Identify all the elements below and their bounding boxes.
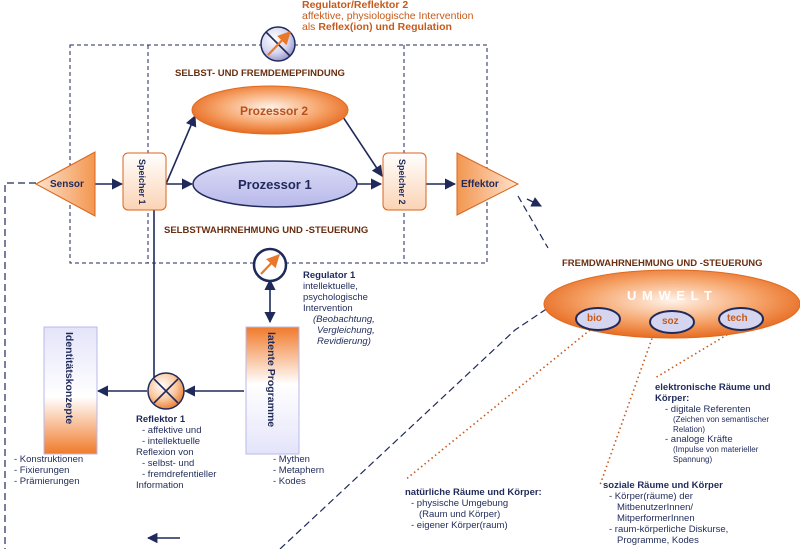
feedback-loop bbox=[4, 182, 561, 549]
feedback-arrow-right bbox=[526, 197, 542, 207]
flow-arrows bbox=[95, 114, 457, 397]
sensor-label: Sensor bbox=[50, 179, 84, 190]
bio-node bbox=[575, 307, 621, 331]
latente-programme-label: latente Programme bbox=[265, 332, 277, 428]
effektor-node bbox=[456, 152, 520, 216]
speicher-1-node bbox=[122, 152, 167, 211]
identitaetskonzepte-label: Identitätskonzepte bbox=[63, 332, 75, 425]
natuerlich-text: natürliche Räume und Körper: - physische… bbox=[405, 487, 542, 531]
prozessor-2-label: Prozessor 2 bbox=[240, 104, 309, 118]
sozial-title: soziale Räume und Körper bbox=[603, 480, 723, 491]
regulator-2-text: Regulator/Reflektor 2 affektive, physiol… bbox=[302, 0, 473, 33]
regulator-2-line1: affektive, physiologische Intervention bbox=[302, 10, 474, 22]
soz-node bbox=[649, 310, 695, 334]
regulator-2-line2: als Reflex(ion) und Regulation bbox=[302, 21, 452, 33]
identitaetskonzepte-node bbox=[43, 326, 98, 455]
regulator-2-title: Regulator/Reflektor 2 bbox=[302, 0, 409, 11]
latente-programme-node bbox=[245, 326, 300, 455]
elektronisch-title: elektronische Räume und Körper: bbox=[655, 382, 771, 404]
reflektor-1-title: Reflektor 1 bbox=[136, 414, 186, 425]
latente-list: - Mythen - Metaphern - Kodes bbox=[273, 454, 325, 487]
umwelt-title: U M W E L T bbox=[627, 288, 713, 303]
regulator-2-knob bbox=[260, 26, 296, 62]
identitaet-list: - Konstruktionen - Fixierungen - Prämier… bbox=[14, 454, 84, 487]
reflektor-1-text: Reflektor 1 - affektive und - intellektu… bbox=[136, 414, 217, 491]
reflektor-1-knob bbox=[147, 372, 185, 410]
speicher-2-node bbox=[382, 152, 427, 211]
effektor-label: Effektor bbox=[461, 179, 499, 190]
tech-label: tech bbox=[727, 313, 748, 324]
regulator-1-text: Regulator 1 intellektuelle, psychologisc… bbox=[303, 270, 375, 347]
elektronisch-text: elektronische Räume und Körper: - digita… bbox=[655, 382, 775, 464]
tech-node bbox=[718, 307, 764, 331]
natuerlich-title: natürliche Räume und Körper: bbox=[405, 487, 542, 498]
regulator-1-title: Regulator 1 bbox=[303, 270, 356, 281]
bio-label: bio bbox=[587, 313, 602, 324]
prozessor-2-node bbox=[191, 85, 349, 135]
sozial-text: soziale Räume und Körper - Körper(räume)… bbox=[603, 480, 729, 546]
prozessor-1-node bbox=[192, 160, 358, 208]
soz-label: soz bbox=[662, 316, 679, 327]
speicher-2-label: Speicher 2 bbox=[397, 159, 407, 205]
sensor-node bbox=[34, 151, 96, 217]
section-top-label: SELBST- UND FREMDEMEPFINDUNG bbox=[175, 68, 345, 79]
regulator-1-knob bbox=[252, 247, 288, 283]
umwelt-dotted-links bbox=[404, 329, 736, 486]
speicher-1-label: Speicher 1 bbox=[137, 159, 147, 205]
section-right-label: FREMDWAHRNEHMUNG UND -STEUERUNG bbox=[562, 258, 763, 269]
prozessor-1-label: Prozessor 1 bbox=[238, 177, 312, 192]
section-mid-label: SELBSTWAHRNEHMUNG UND -STEUERUNG bbox=[164, 225, 369, 236]
